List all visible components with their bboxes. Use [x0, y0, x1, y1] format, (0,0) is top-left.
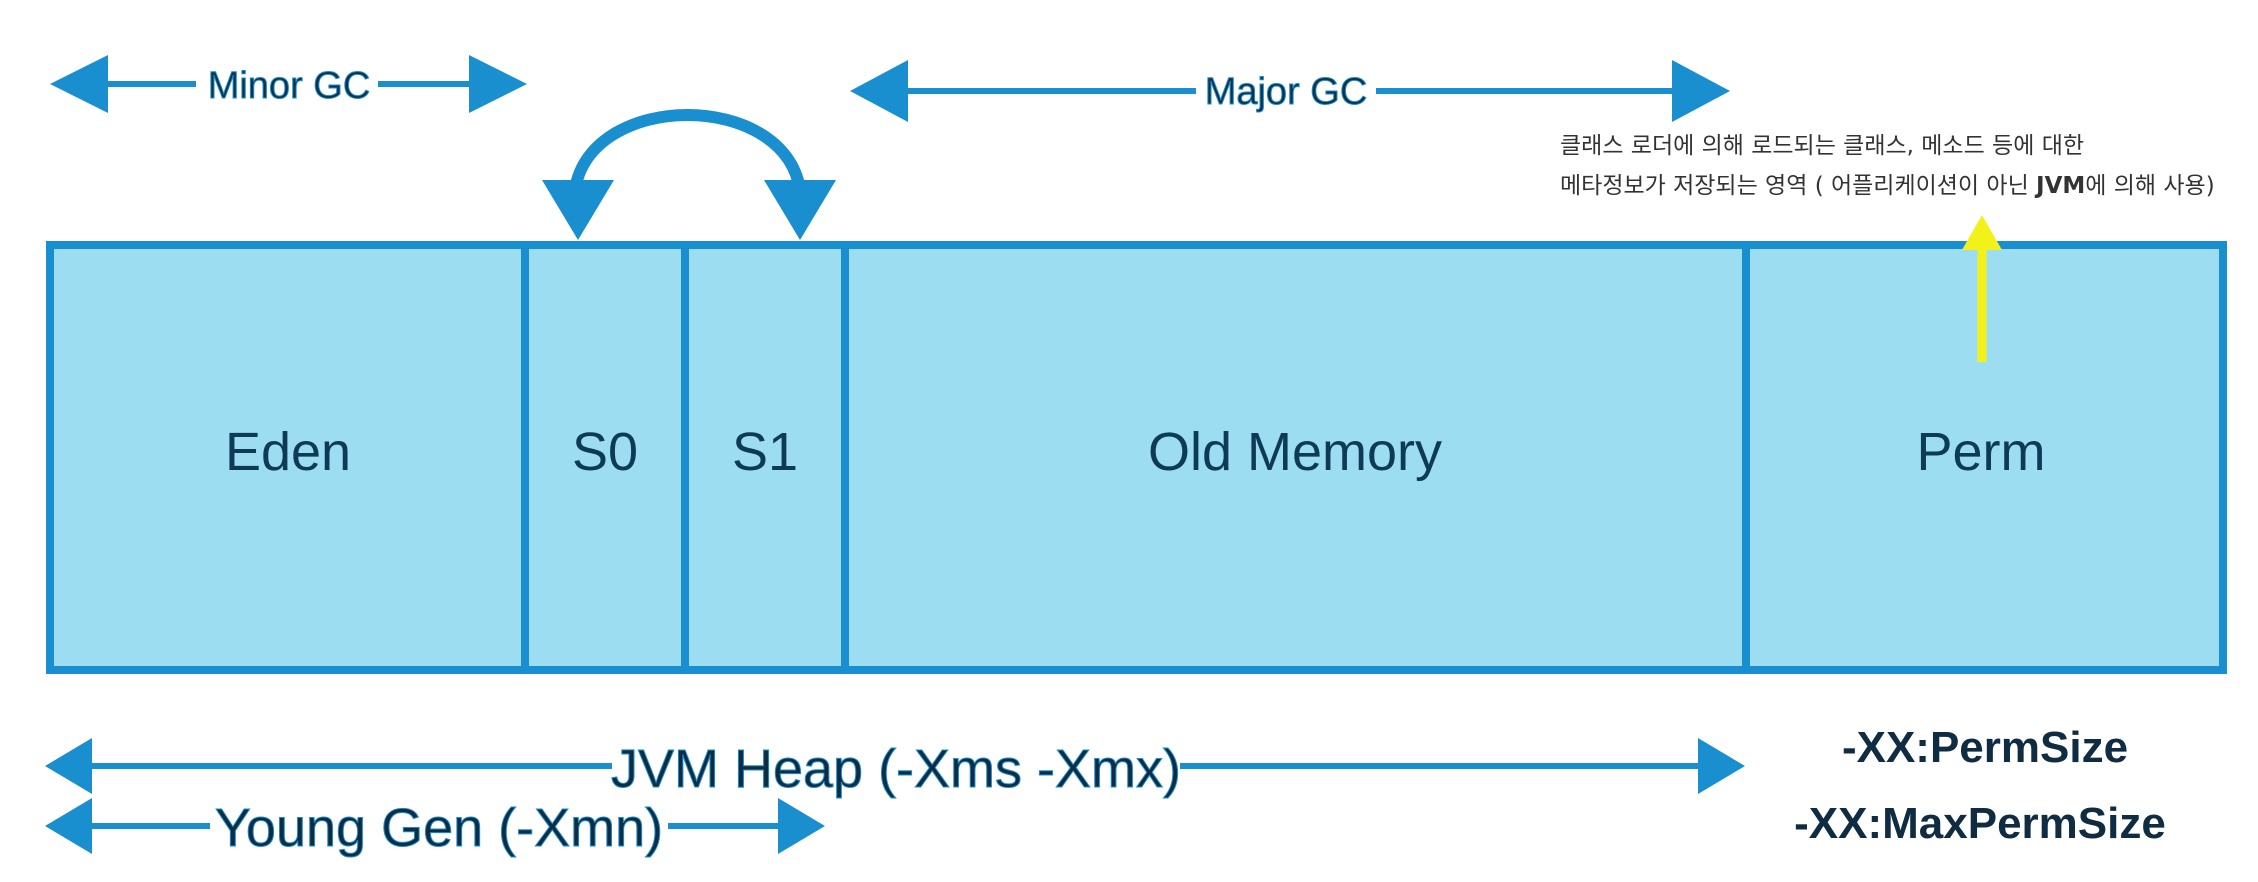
perm-annotation: 클래스 로더에 의해 로드되는 클래스, 메소드 등에 대한 메타정보가 저장되… — [1560, 133, 2215, 199]
region-s1-label: S1 — [732, 422, 798, 482]
annotation-line-2-pre: 메타정보가 저장되는 영역 ( 어플리케이션이 아닌 — [1560, 173, 2036, 199]
region-eden-label: Eden — [225, 422, 351, 482]
heap-region-box — [46, 241, 2227, 674]
annotation-arrow — [1962, 215, 2002, 362]
young-gen-arrow: Young Gen (-Xmn) — [45, 795, 825, 859]
memory-bar: Eden S0 S1 Old Memory Perm — [46, 241, 2227, 674]
major-gc-label: Major GC — [1205, 71, 1368, 113]
young-gen-label: Young Gen (-Xmn) — [215, 798, 663, 858]
region-old-memory-label: Old Memory — [1148, 422, 1442, 482]
annotation-line-1: 클래스 로더에 의해 로드되는 클래스, 메소드 등에 대한 — [1560, 133, 2084, 159]
major-gc-arrow: Major GC — [850, 60, 1730, 122]
region-perm-label: Perm — [1916, 422, 2045, 482]
annotation-line-2: 메타정보가 저장되는 영역 ( 어플리케이션이 아닌 JVM에 의해 사용) — [1560, 173, 2215, 199]
max-perm-size-flag: -XX:MaxPermSize — [1794, 799, 2166, 848]
region-s0-label: S0 — [572, 422, 638, 482]
perm-size-flag: -XX:PermSize — [1842, 723, 2128, 772]
annotation-line-2-post: 에 의해 사용) — [2085, 173, 2214, 199]
minor-gc-arrow: Minor GC — [50, 55, 527, 113]
minor-gc-label: Minor GC — [208, 65, 371, 107]
jvm-heap-label: JVM Heap (-Xms -Xmx) — [611, 739, 1181, 799]
jvm-heap-arrow: JVM Heap (-Xms -Xmx) — [45, 735, 1745, 800]
annotation-line-2-bold: JVM — [2034, 173, 2085, 199]
survivor-swap-arrow — [542, 109, 836, 240]
